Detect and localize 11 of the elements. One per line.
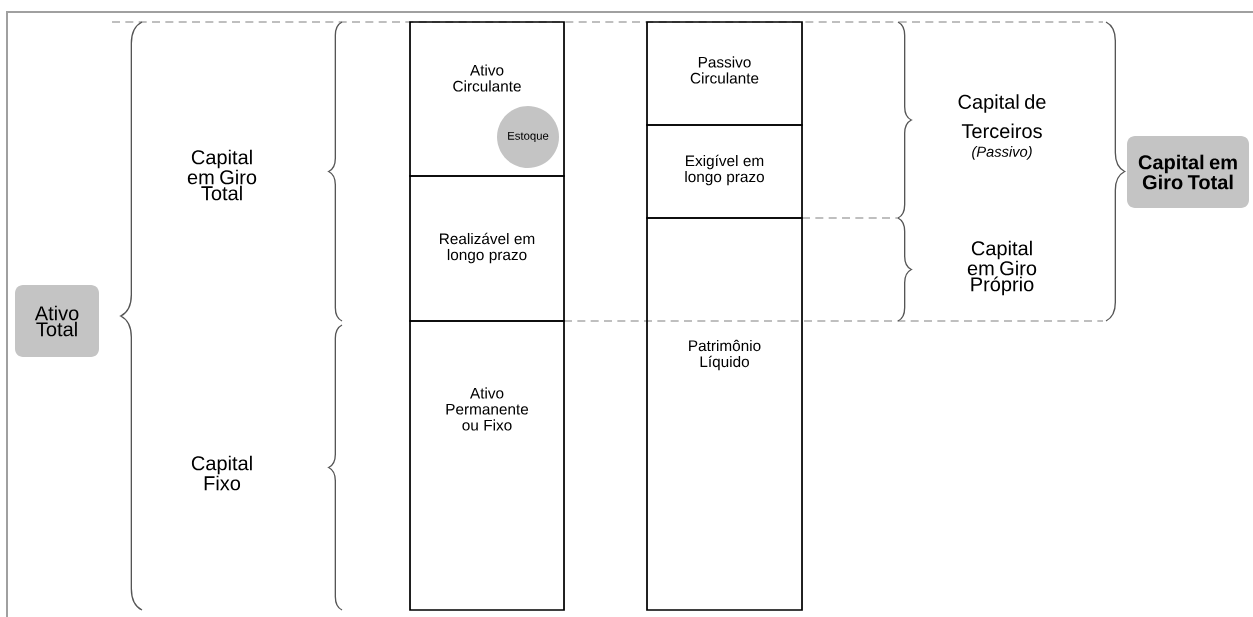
balance-cell: Exigível em longo prazo xyxy=(646,124,803,219)
balance-cell: Realizável em longo prazo xyxy=(409,175,565,322)
balance-cell: Patrimônio Líquido xyxy=(646,217,803,611)
balance-cell: Passivo Circulante xyxy=(646,21,803,126)
label-badge: Ativo Total xyxy=(15,285,99,357)
group-label: Capital Fixo xyxy=(191,455,252,491)
group-label: Capital em Giro Total xyxy=(187,149,257,201)
group-label: Capital de Terceiros (Passivo) xyxy=(958,94,1046,160)
balance-cell: Ativo Permanente ou Fixo xyxy=(409,320,565,611)
group-label: Capital em Giro Próprio xyxy=(967,240,1037,296)
label-badge: Capital em Giro Total xyxy=(1127,136,1249,208)
